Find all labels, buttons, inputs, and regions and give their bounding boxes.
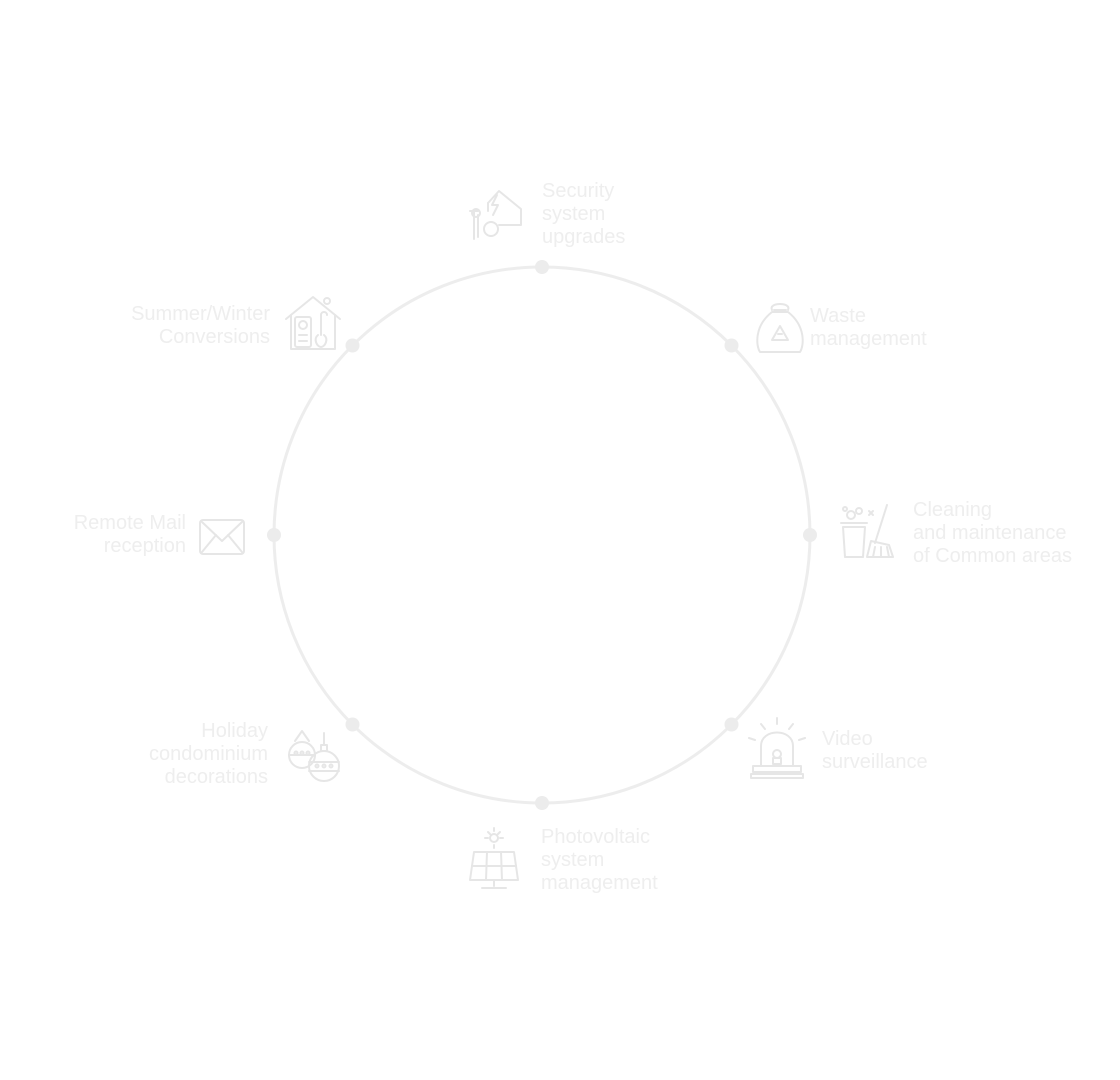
broom-bucket-icon [840,504,894,558]
ring-dot-security [535,260,549,274]
ring-dot-waste [724,338,739,353]
service-label-conversions: Summer/Winter Conversions [131,303,270,348]
service-label-waste: Waste management [810,305,927,350]
service-label-mail: Remote Mail reception [73,512,186,557]
service-label-video: Video surveillance [822,728,928,773]
solar-panel-icon [469,827,519,889]
ring-dot-conversions [345,338,360,353]
ring-dot-cleaning [803,528,817,542]
ring-dot-holiday [345,717,360,732]
ring-dot-mail [267,528,281,542]
service-label-holiday: Holiday condominium decorations [149,720,268,788]
alarm-siren-icon [748,717,806,779]
house-tools-icon [469,190,522,240]
ornaments-icon [288,730,340,782]
service-label-photovoltaic: Photovoltaic system management [541,826,658,894]
ring-dot-video [724,717,739,732]
ring-dot-photovoltaic [535,796,549,810]
house-thermostat-icon [285,296,341,350]
service-label-security: Security system upgrades [542,180,626,248]
recycle-bag-icon [756,303,804,353]
envelope-icon [199,519,245,555]
service-label-cleaning: Cleaning and maintenance of Common areas [913,499,1072,567]
